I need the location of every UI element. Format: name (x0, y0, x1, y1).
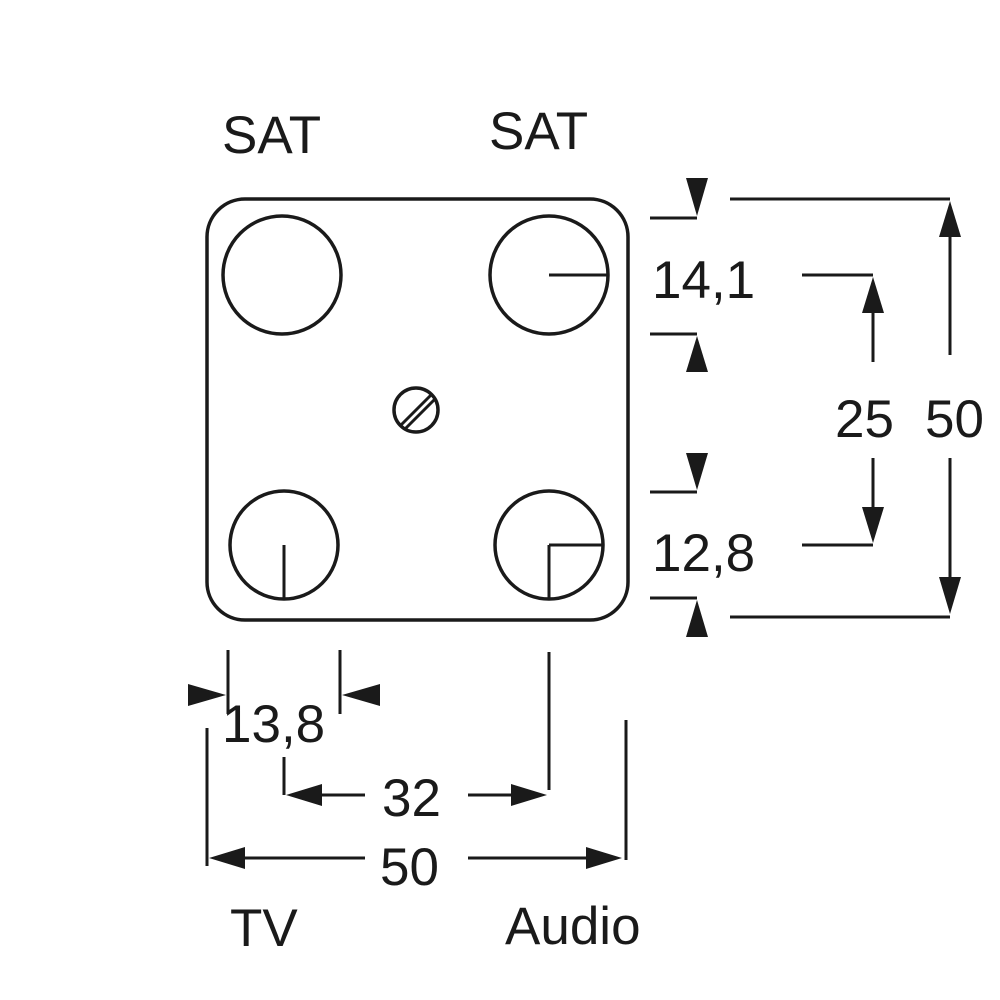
svg-text:13,8: 13,8 (222, 695, 325, 754)
dimension-32: 32 (282, 652, 551, 828)
dimension-50-vertical: 50 (730, 197, 984, 619)
screw-icon (392, 386, 440, 434)
dimension-13-8: 13,8 (188, 650, 380, 754)
svg-text:12,8: 12,8 (652, 524, 755, 583)
faceplate-outline (205, 197, 630, 622)
sat-connector-top-left (221, 214, 343, 336)
label-tv: TV (230, 899, 298, 958)
dimension-50-horizontal: 50 (205, 720, 628, 897)
label-sat-right: SAT (489, 102, 588, 161)
svg-text:32: 32 (382, 769, 441, 828)
svg-text:14,1: 14,1 (652, 251, 755, 310)
label-audio: Audio (505, 897, 641, 956)
dimension-25: 25 (802, 273, 894, 547)
svg-text:25: 25 (835, 390, 894, 449)
svg-text:50: 50 (925, 390, 984, 449)
dimension-12-8: 12,8 (650, 453, 755, 637)
svg-text:50: 50 (380, 838, 439, 897)
label-sat-left: SAT (222, 106, 321, 165)
dimension-14-1: 14,1 (650, 178, 755, 372)
